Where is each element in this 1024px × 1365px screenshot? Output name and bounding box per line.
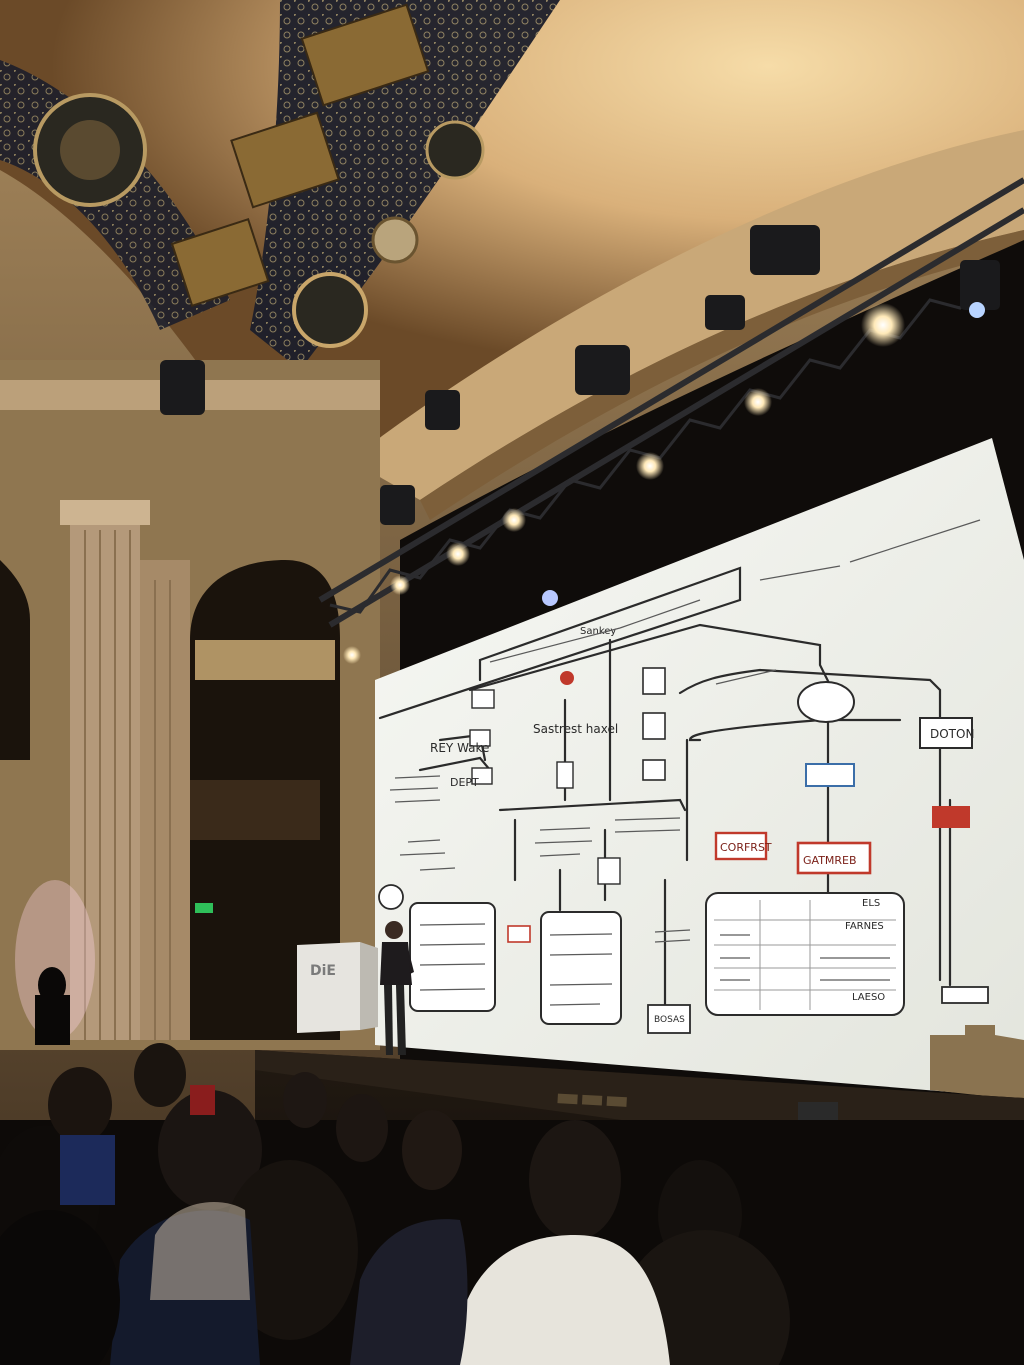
presenter <box>380 921 414 1055</box>
screen-labels: DOTON CORFRST GATMREB BOSAS REY Wake Sas… <box>430 626 974 1025</box>
top-label: Sankey <box>580 626 616 637</box>
box-bottom-mid-label: BOSAS <box>654 1015 685 1025</box>
label-left: REY Wake <box>430 741 489 755</box>
balcony <box>175 780 320 840</box>
card-right-cell-2: LAESO <box>852 992 885 1003</box>
card-right-header: ELS <box>862 898 880 909</box>
podium-logo: DiE <box>310 963 336 979</box>
audience <box>0 967 1024 1365</box>
column-left <box>70 510 140 1040</box>
cornice <box>350 130 1024 500</box>
label-center-2: DEPT <box>450 776 479 789</box>
podium: DiE <box>297 942 378 1033</box>
label-center: Sastrest haxel <box>533 722 618 736</box>
ceiling-gold-panels <box>170 3 430 308</box>
box-red-left-label: CORFRST <box>720 841 772 854</box>
exit-sign-icon <box>195 903 213 913</box>
stage-prop <box>930 1025 1024 1100</box>
box-red-right-label: GATMREB <box>803 854 857 867</box>
stage-floor-logo: ▬▬▬ <box>555 1082 630 1116</box>
screen-scribbles <box>389 519 981 1006</box>
audience-white-shirt <box>455 1235 670 1365</box>
spotlight-icon <box>160 225 1000 525</box>
screen-nodes <box>378 667 989 1034</box>
card-right-cell-1: FARNES <box>845 921 884 932</box>
column-fluting <box>84 530 171 1040</box>
column-right <box>140 560 190 1040</box>
box-top-right-label: DOTON <box>930 727 974 741</box>
ceiling-medallions <box>33 93 485 348</box>
stage-lights-glow <box>343 302 985 664</box>
